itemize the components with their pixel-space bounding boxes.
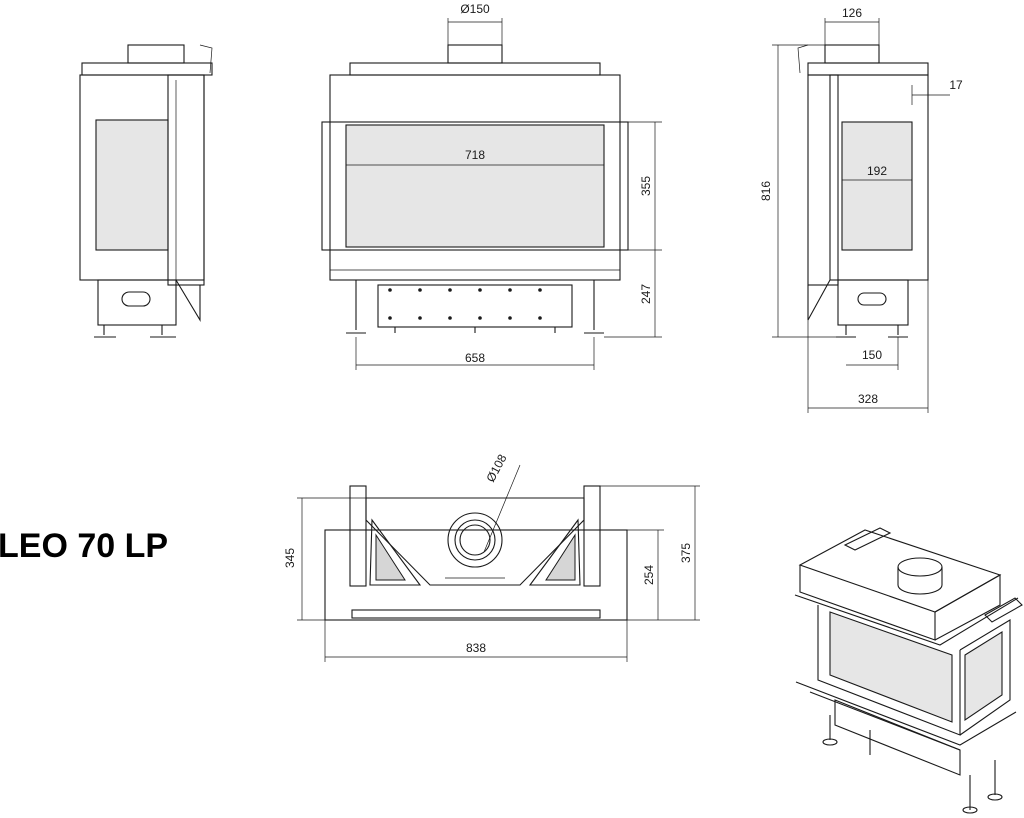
top-left-height-label: 345 — [283, 548, 297, 568]
front-legs-span-label: 658 — [465, 351, 485, 365]
product-title: LEO 70 LP — [0, 527, 168, 565]
front-glass-height-label: 355 — [639, 176, 653, 196]
front-base-height-label: 247 — [639, 284, 653, 304]
isometric-view — [794, 527, 1023, 814]
side-glass-depth-label: 192 — [867, 164, 887, 178]
front-flue-label: Ø150 — [460, 2, 490, 16]
top-inlet-label: Ø108 — [483, 452, 509, 485]
top-view — [297, 464, 700, 662]
side-total-depth-label: 328 — [858, 392, 878, 406]
side-total-height-label: 816 — [759, 181, 773, 201]
top-width-label: 838 — [466, 641, 486, 655]
top-right-inner-label: 254 — [642, 565, 656, 585]
right-side-view — [772, 18, 950, 413]
top-right-outer-label: 375 — [679, 543, 693, 563]
side-frame-depth-label: 17 — [949, 78, 963, 92]
front-glass-width-label: 718 — [465, 148, 485, 162]
side-leg-offset-label: 150 — [862, 348, 882, 362]
left-side-view — [79, 44, 213, 338]
front-view — [321, 18, 662, 370]
side-flue-offset-label: 126 — [842, 6, 862, 20]
